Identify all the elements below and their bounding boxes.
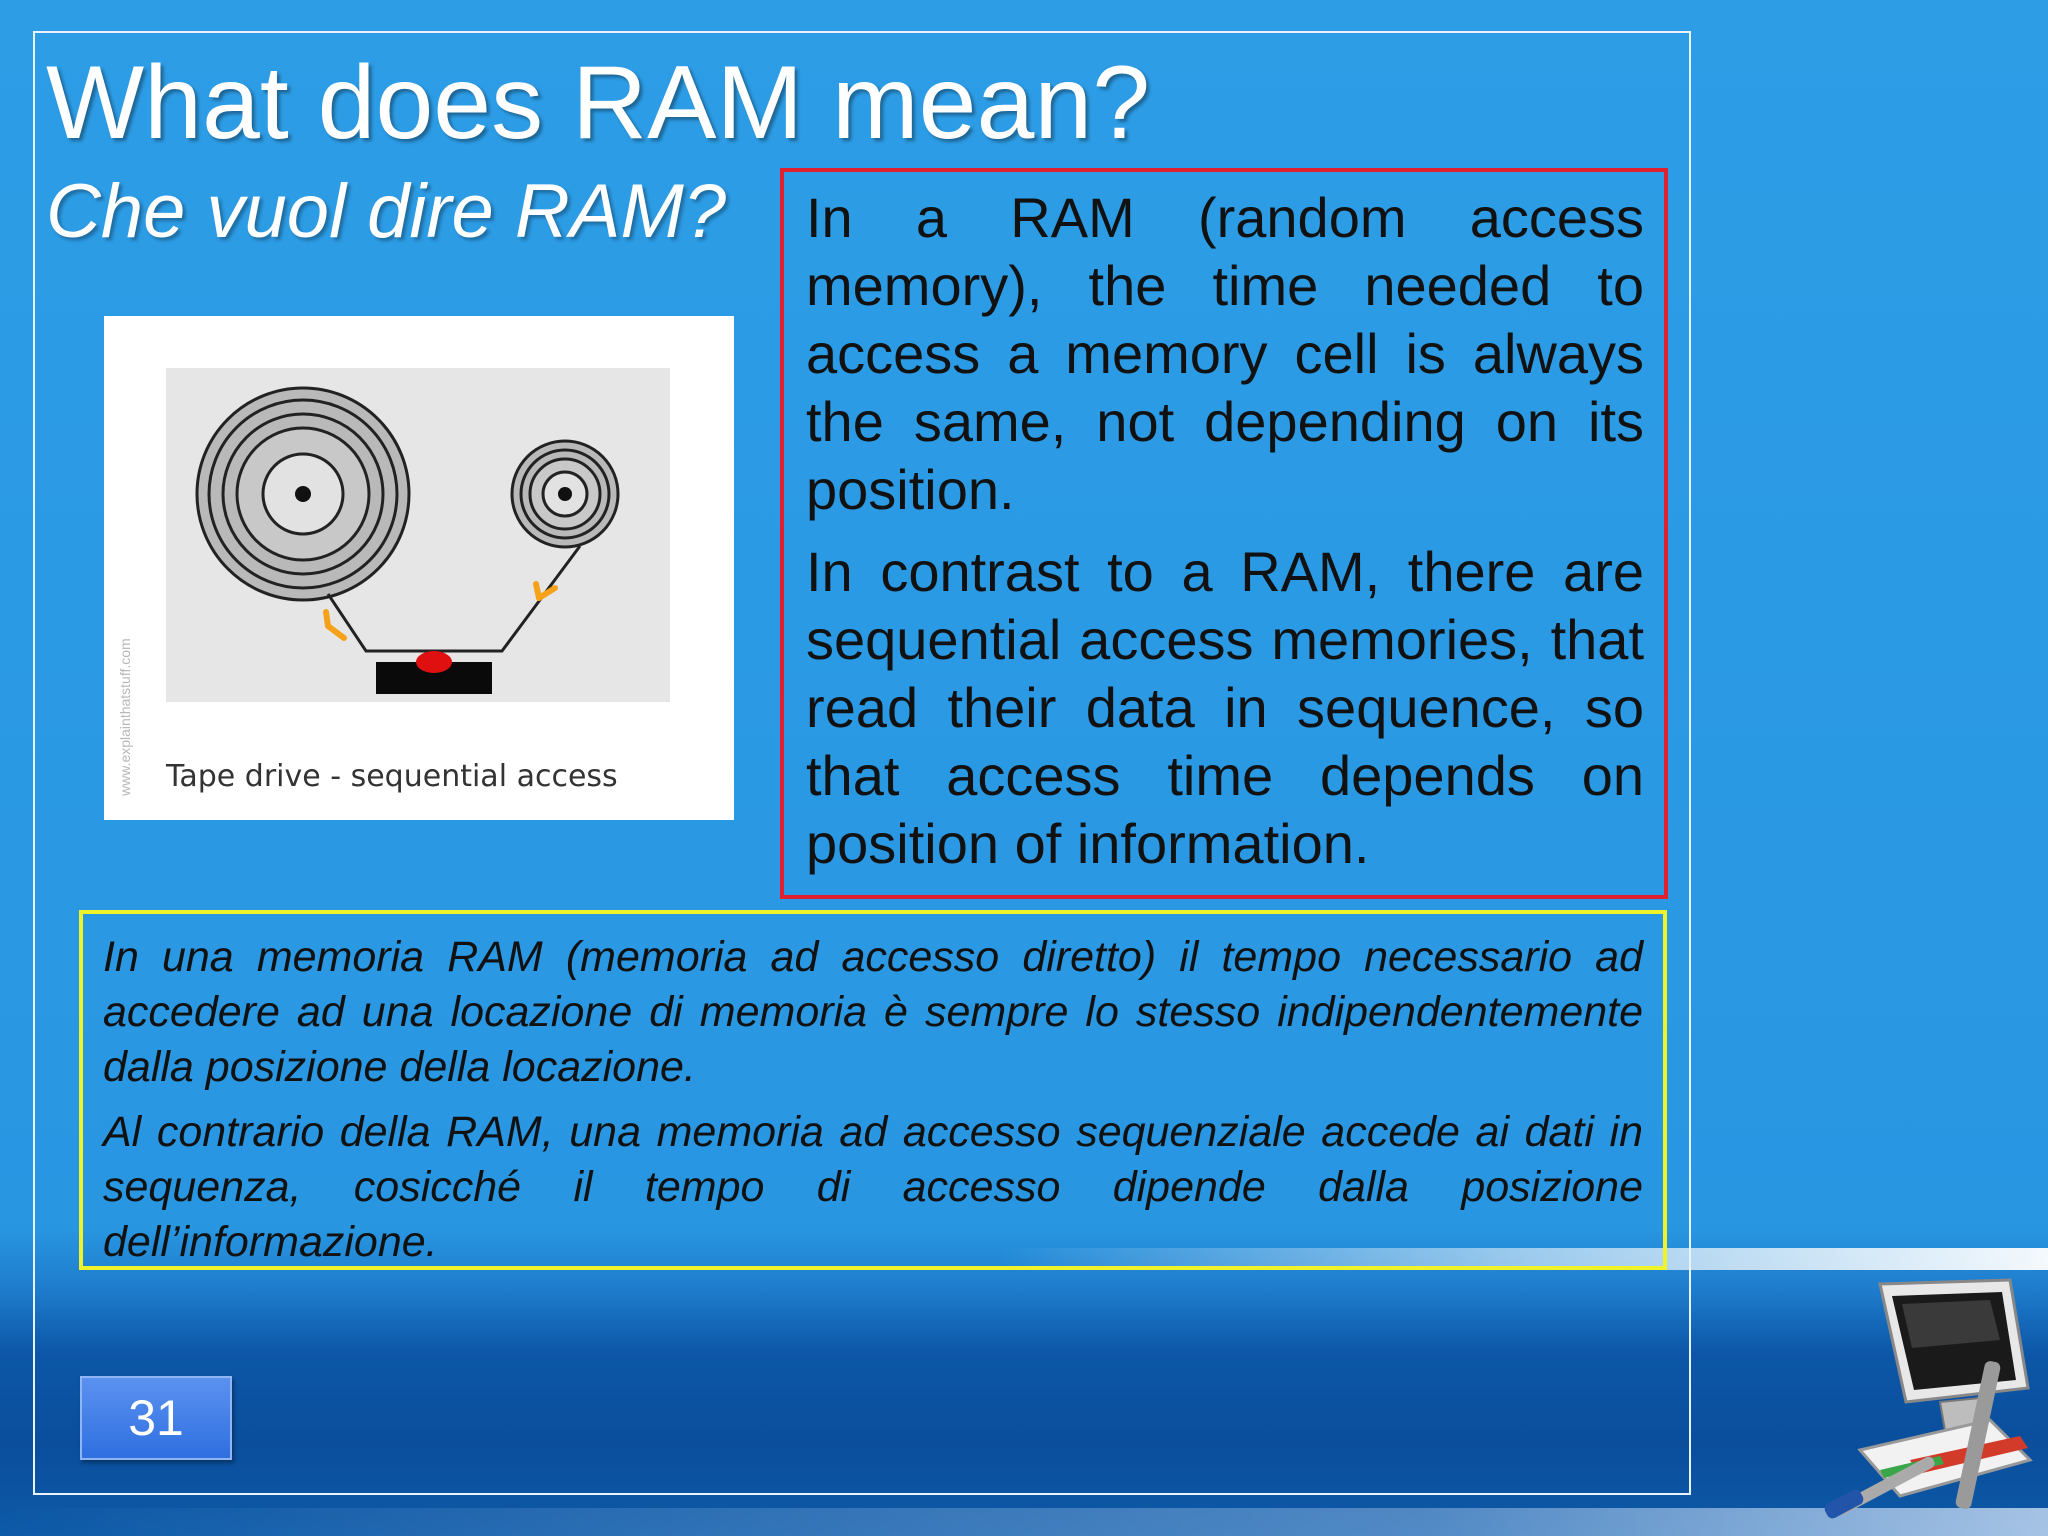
decorative-streak — [1000, 1248, 2048, 1270]
figure-caption: Tape drive - sequential access — [165, 759, 618, 794]
small-tape-reel-icon — [510, 439, 620, 549]
english-explanation-box: In a RAM (random access memory), the tim… — [780, 168, 1668, 899]
slide-subtitle: Che vuol dire RAM? — [46, 169, 727, 254]
figure-watermark: www.explainthatstuff.com — [117, 638, 133, 797]
italian-paragraph-2: Al contrario della RAM, una memoria ad a… — [103, 1108, 1643, 1266]
slide-title: What does RAM mean? — [46, 45, 1151, 161]
arrow-right-icon — [533, 581, 558, 601]
english-paragraph-1: In a RAM (random access memory), the tim… — [806, 186, 1644, 521]
arrow-left-icon — [323, 609, 347, 641]
english-paragraph-2: In contrast to a RAM, there are sequenti… — [806, 540, 1644, 875]
computer-tools-icon — [1824, 1278, 2033, 1519]
slide-frame — [33, 31, 1691, 1495]
page-number-badge: 31 — [80, 1376, 232, 1460]
read-point — [416, 651, 452, 673]
italian-paragraph-1: In una memoria RAM (memoria ad accesso d… — [103, 933, 1643, 1091]
italian-explanation-box: In una memoria RAM (memoria ad accesso d… — [79, 910, 1667, 1270]
tape-drive-figure: www.explainthatstuff.com Tape drive - se… — [104, 316, 734, 820]
large-tape-reel-icon — [195, 386, 411, 602]
tape-drive-illustration: www.explainthatstuff.com Tape drive - se… — [117, 368, 670, 797]
decorative-streak-bottom — [0, 1508, 2048, 1536]
